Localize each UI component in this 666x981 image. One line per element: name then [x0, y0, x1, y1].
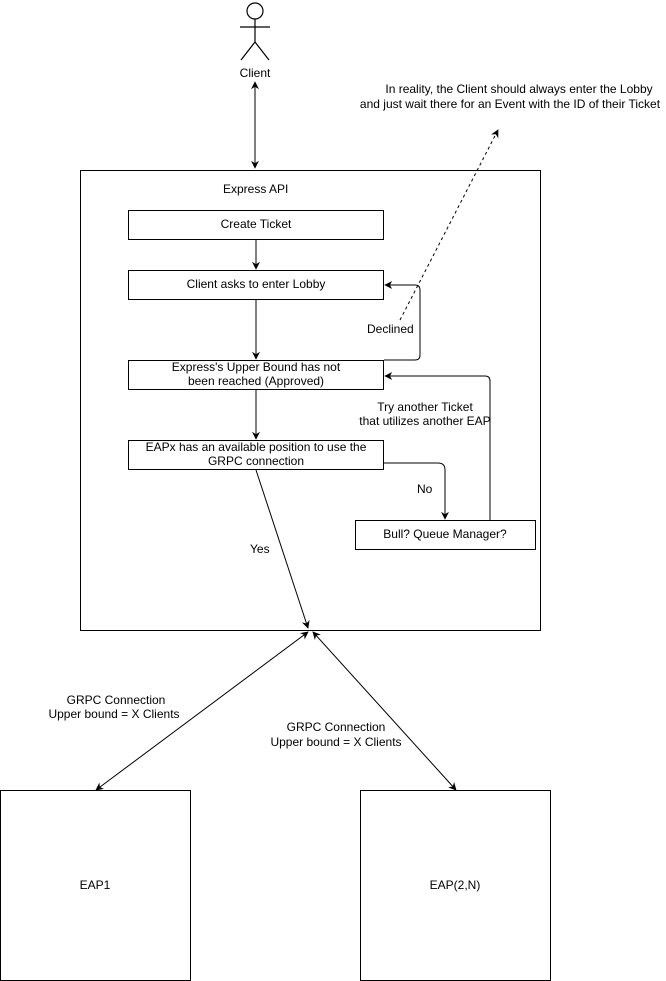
eap2-box — [360, 790, 551, 981]
queue-manager-label: Bull? Queue Manager? — [383, 527, 507, 541]
eapx-box — [128, 440, 384, 470]
upper-bound-label-line1: Express's Upper Bound has not — [172, 360, 341, 374]
enter-lobby-box — [128, 270, 384, 300]
eap1-box — [0, 790, 191, 981]
upper-bound-box — [128, 360, 384, 390]
create-ticket-box — [128, 210, 384, 240]
grpc-eap1-label-line1: GRPC Connection — [67, 693, 166, 707]
create-ticket-label: Create Ticket — [221, 217, 292, 231]
grpc-eap1-label-line2: Upper bound = X Clients — [48, 707, 179, 721]
try-another-label-line2: that utilizes another EAP — [359, 414, 490, 428]
express-api-container — [80, 170, 541, 631]
no-label: No — [417, 482, 433, 496]
declined-label: Declined — [367, 322, 414, 336]
eap1-label: EAP1 — [80, 878, 111, 892]
try-another-label-line1: Try another Ticket — [377, 400, 473, 414]
express-api-title: Express API — [223, 182, 288, 196]
yes-path-arrow — [255, 469, 310, 629]
eapx-label-line1: EAPx has an available position to use th… — [146, 440, 367, 454]
grpc-connection-eap2 — [312, 631, 457, 791]
note-line1: In reality, the Client should always ent… — [385, 82, 652, 96]
note-line2: and just wait there for an Event with th… — [360, 97, 661, 111]
grpc-eap2-label-line1: GRPC Connection — [287, 720, 386, 734]
upper-bound-label-line2: been reached (Approved) — [188, 374, 324, 388]
grpc-eap2-label-line2: Upper bound = X Clients — [270, 735, 401, 749]
try-another-ticket-arrow — [384, 372, 491, 520]
enter-lobby-label: Client asks to enter Lobby — [187, 277, 326, 291]
eap2-label: EAP(2,N) — [430, 878, 481, 892]
eapx-label-line2: GRPC connection — [208, 454, 304, 468]
no-path-arrow — [384, 462, 449, 520]
client-label: Client — [240, 66, 271, 80]
declined-loop-arrow — [384, 281, 421, 361]
queue-manager-box — [355, 520, 536, 550]
yes-label: Yes — [250, 542, 270, 556]
grpc-connection-eap1 — [95, 631, 309, 791]
client-actor-icon — [240, 2, 270, 61]
